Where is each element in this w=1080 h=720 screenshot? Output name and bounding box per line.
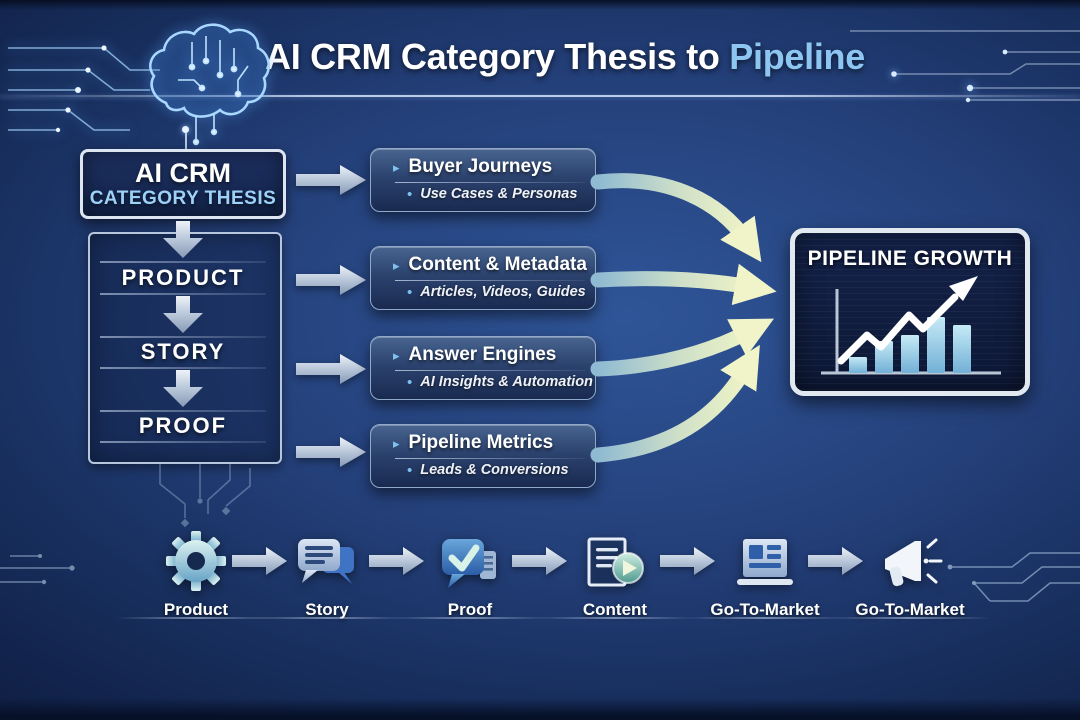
step-product: Product: [126, 527, 266, 620]
bottom-shade: [0, 698, 1080, 720]
pillar-container: [88, 232, 282, 464]
step-underline: [685, 617, 845, 619]
step-label: Go-To-Market: [710, 600, 820, 619]
dot-bullet-icon: •: [407, 374, 413, 392]
circuit-traces-bottom-right: [947, 552, 1080, 602]
box-subtitle: Use Cases & Personas: [420, 185, 578, 202]
step-content: Content: [545, 527, 685, 620]
brain-circuit-icon: [8, 23, 271, 146]
chat-bubbles-icon: [298, 539, 354, 584]
dot-bullet-icon: •: [407, 186, 413, 204]
step-story: Story: [257, 527, 397, 620]
growth-title: PIPELINE GROWTH: [807, 247, 1013, 270]
box-divider: [395, 369, 585, 371]
title-accent: Pipeline: [729, 36, 865, 77]
arrow-right-icon: [296, 354, 366, 384]
pillar-divider: [100, 293, 266, 295]
page-title: AI CRM Category Thesis to Pipeline: [50, 36, 1080, 78]
box-subtitle: Leads & Conversions: [420, 461, 569, 478]
circuit-traces-bottom-left: [0, 554, 75, 585]
pipeline-growth-box: PIPELINE GROWTH: [790, 228, 1030, 396]
box-divider: [395, 181, 585, 183]
box-divider: [395, 279, 585, 281]
down-arrow-icon: [163, 370, 203, 407]
step-go-to-market-2: Go-To-Market: [840, 527, 980, 620]
answer-engines-box: ▸ Answer Engines • AI Insights & Automat…: [370, 336, 596, 400]
step-arrow-icon: [369, 547, 424, 575]
box-subtitle: Articles, Videos, Guides: [420, 283, 586, 300]
box-title: Buyer Journeys: [408, 156, 553, 177]
pillar-divider: [100, 367, 266, 369]
connector-line: [185, 132, 187, 150]
triangle-bullet-icon: ▸: [393, 257, 400, 273]
thesis-title: AI CRM: [135, 158, 231, 188]
laptop-icon: [737, 539, 793, 585]
megaphone-icon: [885, 538, 943, 587]
pillar-divider: [100, 336, 266, 338]
step-go-to-market-1: Go-To-Market: [695, 527, 835, 620]
step-underline: [247, 617, 407, 619]
step-label: Story: [305, 600, 349, 619]
pillar-divider: [100, 441, 266, 443]
box-divider: [395, 457, 585, 459]
triangle-bullet-icon: ▸: [393, 159, 400, 175]
top-shade: [0, 0, 1080, 10]
step-arrow-icon: [512, 547, 567, 575]
title-main: AI CRM Category Thesis to: [265, 36, 720, 77]
down-arrow-icon: [163, 296, 203, 333]
connector-node: [182, 126, 189, 133]
step-proof: Proof: [400, 527, 540, 620]
arrow-right-icon: [296, 165, 366, 195]
growth-bar-chart-icon: [821, 276, 1001, 375]
content-metadata-box: ▸ Content & Metadata • Articles, Videos,…: [370, 246, 596, 310]
down-arrow-icon: [163, 221, 203, 258]
thesis-subtitle: CATEGORY THESIS: [89, 188, 277, 209]
step-label: Product: [163, 600, 229, 619]
arrow-right-icon: [296, 437, 366, 467]
pipeline-metrics-box: ▸ Pipeline Metrics • Leads & Conversions: [370, 424, 596, 488]
thesis-box: AI CRM CATEGORY THESIS: [80, 149, 286, 219]
pillar-label-proof: PROOF: [138, 413, 228, 438]
step-underline: [116, 617, 276, 619]
triangle-bullet-icon: ▸: [393, 435, 400, 451]
triangle-bullet-icon: ▸: [393, 347, 400, 363]
step-arrow-icon: [808, 547, 863, 575]
step-label: Proof: [447, 600, 493, 619]
dot-bullet-icon: •: [407, 462, 413, 480]
check-bubble-icon: [442, 539, 496, 588]
step-arrow-icon: [232, 547, 287, 575]
box-title: Pipeline Metrics: [408, 432, 554, 453]
dot-bullet-icon: •: [407, 284, 413, 302]
circuit-traces-top-right: [850, 30, 1080, 103]
pillar-label-story: STORY: [140, 339, 226, 364]
circuit-traces-mid: [159, 464, 251, 528]
arrow-right-icon: [296, 265, 366, 295]
pillar-divider: [100, 410, 266, 412]
step-underline: [535, 617, 695, 619]
pillar-divider: [100, 261, 266, 263]
step-label: Go-To-Market: [855, 600, 965, 619]
step-arrow-icon: [660, 547, 715, 575]
pillar-label-product: PRODUCT: [121, 265, 245, 290]
box-subtitle: AI Insights & Automation: [420, 373, 593, 390]
step-underline: [830, 617, 990, 619]
converging-arrows: [590, 173, 777, 463]
buyer-journeys-box: ▸ Buyer Journeys • Use Cases & Personas: [370, 148, 596, 212]
step-label: Content: [582, 600, 648, 619]
box-title: Content & Metadata: [408, 254, 587, 275]
document-play-icon: [587, 537, 644, 587]
gear-icon: [166, 531, 226, 591]
step-underline: [390, 617, 550, 619]
title-underline: [0, 95, 1080, 97]
box-title: Answer Engines: [408, 344, 557, 365]
